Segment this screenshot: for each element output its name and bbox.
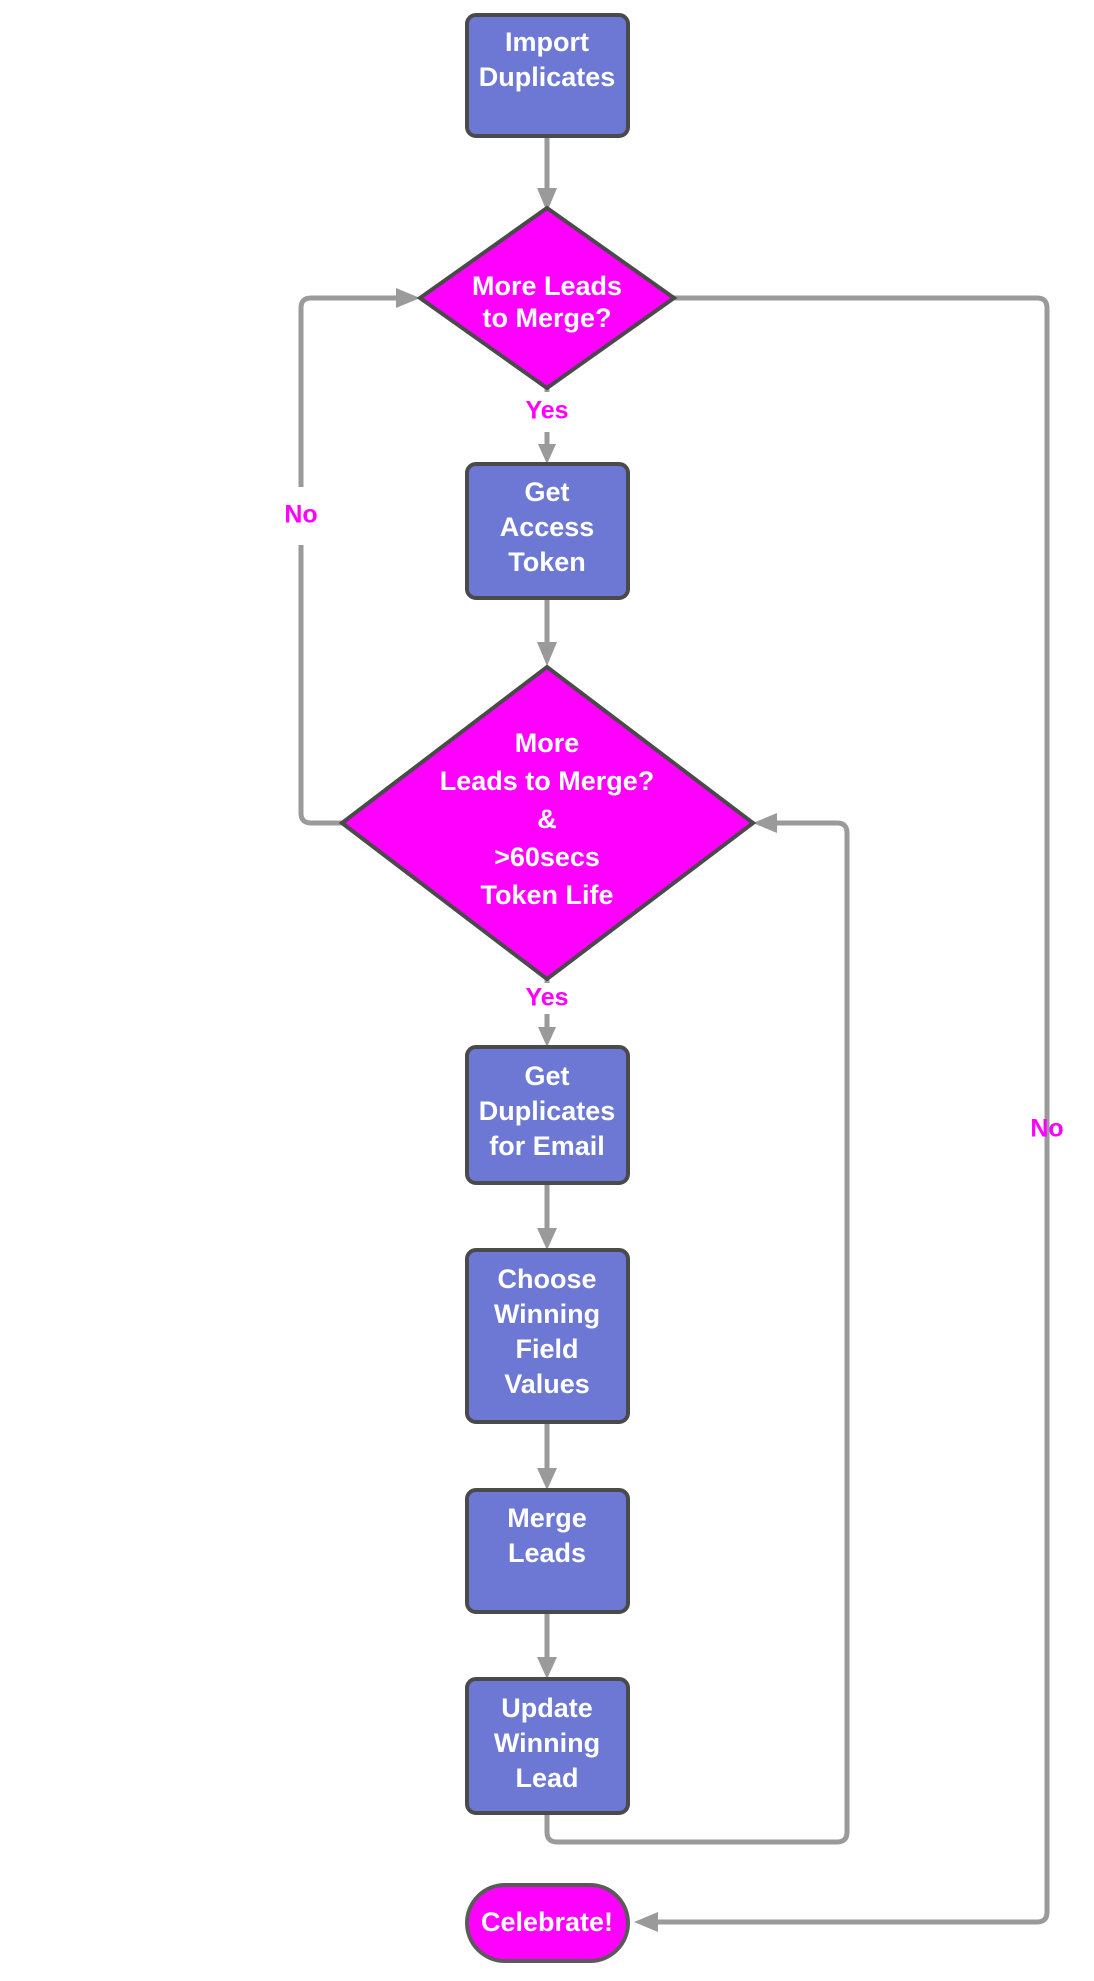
node-update-winning-lead-line-3: Lead — [515, 1763, 578, 1793]
node-choose-winning-field-values[interactable]: Choose Winning Field Values — [465, 1248, 630, 1424]
edge-dup-to-choose-arrowhead — [537, 1228, 557, 1250]
node-import-duplicates-shape — [465, 13, 630, 138]
node-choose-winning-field-values-shape — [465, 1248, 630, 1424]
edge-decision2-no-arrowhead — [396, 288, 420, 308]
edges-layer — [298, 136, 1050, 1932]
node-more-leads-and-token-life-line-1: More — [515, 728, 580, 758]
node-get-access-token-line-1: Get — [524, 477, 569, 507]
node-merge-leads-line-2: Leads — [508, 1538, 586, 1568]
node-more-leads-to-merge[interactable]: More Leads to Merge? — [416, 205, 678, 391]
node-merge-leads-line-1: Merge — [507, 1503, 587, 1533]
node-choose-winning-field-values-line-1: Choose — [497, 1264, 596, 1294]
edge-label-no-right: No — [1030, 1115, 1063, 1143]
node-get-access-token-line-2: Access — [500, 512, 595, 542]
node-choose-winning-field-values-line-4: Values — [504, 1369, 590, 1399]
node-more-leads-and-token-life-shape — [338, 664, 757, 982]
node-update-winning-lead[interactable]: Update Winning Lead — [465, 1677, 630, 1815]
node-import-duplicates-line-1: Import — [505, 27, 589, 57]
node-celebrate[interactable]: Celebrate! — [465, 1883, 630, 1963]
node-get-duplicates-for-email-line-1: Get — [524, 1061, 569, 1091]
node-choose-winning-field-values-line-2: Winning — [494, 1299, 600, 1329]
node-more-leads-and-token-life-line-3: & — [537, 804, 557, 834]
node-more-leads-to-merge-shape — [416, 205, 678, 391]
node-get-access-token[interactable]: Get Access Token — [465, 462, 630, 600]
edge-label-no-left: No — [284, 501, 317, 529]
edge-decision2-yes-arrowhead — [538, 1027, 556, 1047]
node-merge-leads-shape — [465, 1488, 630, 1614]
node-update-winning-lead-line-1: Update — [501, 1693, 593, 1723]
node-get-duplicates-for-email-shape — [465, 1045, 630, 1185]
node-more-leads-to-merge-line-2: to Merge? — [482, 303, 611, 333]
node-celebrate-label: Celebrate! — [481, 1907, 613, 1937]
node-get-duplicates-for-email-line-2: Duplicates — [479, 1096, 616, 1126]
node-more-leads-and-token-life-line-5: Token Life — [480, 880, 613, 910]
node-update-winning-lead-line-2: Winning — [494, 1728, 600, 1758]
node-import-duplicates-line-2: Duplicates — [479, 62, 616, 92]
edge-update-to-decision2-arrowhead — [753, 813, 777, 833]
edge-decision1-no-arrowhead — [634, 1912, 658, 1932]
edge-update-to-decision2 — [544, 820, 850, 1845]
node-more-leads-and-token-life-line-2: Leads to Merge? — [440, 766, 655, 796]
node-get-duplicates-for-email[interactable]: Get Duplicates for Email — [465, 1045, 630, 1185]
edge-labels-layer: Yes No Yes No — [284, 397, 1063, 1143]
node-choose-winning-field-values-line-3: Field — [515, 1334, 578, 1364]
edge-decision1-yes-arrowhead — [538, 444, 556, 464]
node-get-access-token-line-3: Token — [508, 547, 586, 577]
edge-label-yes-top: Yes — [525, 397, 568, 425]
edge-decision1-no-to-celebrate — [648, 295, 1050, 1925]
nodes-layer: Import Duplicates More Leads to Merge? G… — [338, 13, 757, 1963]
edge-choose-to-merge-arrowhead — [537, 1468, 557, 1490]
node-celebrate-shape — [465, 1883, 630, 1963]
node-get-duplicates-for-email-line-3: for Email — [489, 1131, 605, 1161]
node-import-duplicates[interactable]: Import Duplicates — [465, 13, 630, 138]
edge-decision2-no-to-decision1 — [298, 545, 342, 826]
node-update-winning-lead-shape — [465, 1677, 630, 1815]
edge-label-yes-mid: Yes — [525, 984, 568, 1012]
node-more-leads-and-token-life-line-4: >60secs — [494, 842, 600, 872]
edge-token-to-decision2-arrowhead — [537, 642, 557, 666]
edge-merge-to-update-arrowhead — [537, 1657, 557, 1679]
edge-decision2-no-to-decision1-upper — [298, 295, 404, 487]
edge-import-to-decision1-arrowhead — [537, 188, 557, 212]
node-get-access-token-shape — [465, 462, 630, 600]
node-merge-leads[interactable]: Merge Leads — [465, 1488, 630, 1614]
node-more-leads-and-token-life[interactable]: More Leads to Merge? & >60secs Token Lif… — [338, 664, 757, 982]
node-more-leads-to-merge-line-1: More Leads — [472, 271, 622, 301]
